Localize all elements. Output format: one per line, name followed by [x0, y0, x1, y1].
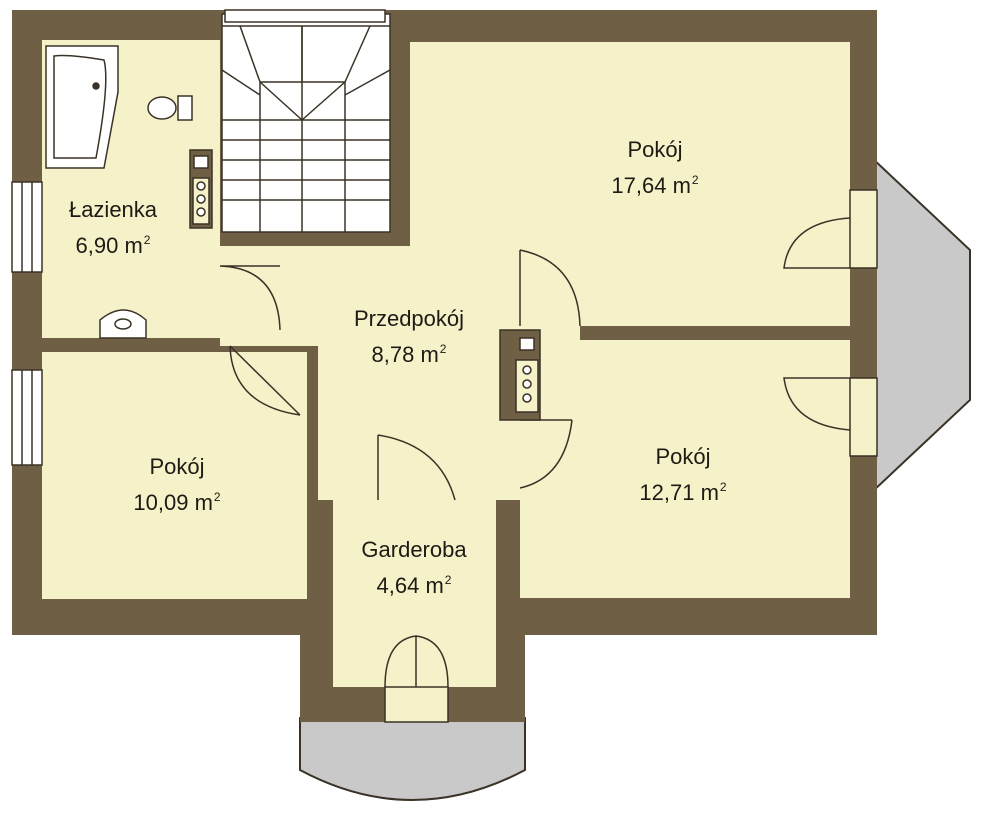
windows: [11, 9, 878, 723]
bottom-balcony: [299, 717, 526, 801]
door-garderoba: [377, 434, 456, 501]
door-lazienka: [219, 265, 281, 331]
room-area: 4,64 m: [376, 573, 444, 598]
doors: [219, 217, 851, 688]
room-area: 12,71 m: [639, 480, 719, 505]
window-lazienka: [11, 181, 43, 273]
door-pokoj-17-balcony: [783, 217, 851, 269]
room-label-garderoba: Garderoba 4,64 m2: [361, 535, 466, 601]
room-label-lazienka: Łazienka 6,90 m2: [69, 195, 157, 261]
room-area: 17,64 m: [611, 173, 691, 198]
door-pokoj-17: [519, 249, 581, 327]
room-label-pokoj-17: Pokój 17,64 m2: [611, 135, 698, 201]
room-name: Pokój: [627, 137, 683, 162]
floor-pokoj-10: [42, 352, 307, 599]
room-name: Garderoba: [361, 537, 467, 562]
room-name: Pokój: [655, 444, 711, 469]
door-pokoj-12-balcony: [783, 377, 851, 431]
room-label-pokoj-12: Pokój 12,71 m2: [639, 442, 726, 508]
window-pokoj-10: [11, 369, 43, 466]
floor-garderoba: [333, 512, 496, 687]
room-label-pokoj-10: Pokój 10,09 m2: [133, 452, 220, 518]
floor-pokoj-12: [520, 340, 850, 598]
room-name: Pokój: [149, 454, 205, 479]
area-unit-exponent: 2: [444, 573, 452, 587]
room-name: Łazienka: [68, 197, 158, 222]
bathtub-icon: [45, 45, 119, 169]
balcony-door-mid: [849, 377, 878, 457]
right-balcony: [871, 155, 971, 495]
staircase: [221, 13, 391, 233]
window-top-stair: [224, 9, 386, 23]
area-unit-exponent: 2: [439, 342, 447, 356]
area-unit-exponent: 2: [213, 490, 221, 504]
room-area: 8,78 m: [371, 342, 439, 367]
door-pokoj-10: [229, 345, 301, 416]
room-area: 6,90 m: [75, 233, 143, 258]
area-unit-exponent: 2: [143, 233, 151, 247]
balcony-door-top: [849, 189, 878, 269]
area-unit-exponent: 2: [691, 173, 699, 187]
room-label-przedpokoj: Przedpokój 8,78 m2: [354, 304, 464, 370]
toilet-icon: [147, 96, 177, 120]
door-garderoba-balcony: [384, 635, 449, 688]
room-name: Przedpokój: [353, 306, 465, 331]
room-area: 10,09 m: [133, 490, 213, 515]
fixtures: [45, 45, 541, 421]
area-unit-exponent: 2: [719, 480, 727, 494]
balcony-door-bottom: [384, 686, 449, 723]
room-floors: [42, 40, 850, 687]
floor-przedpokoj: [220, 232, 580, 512]
